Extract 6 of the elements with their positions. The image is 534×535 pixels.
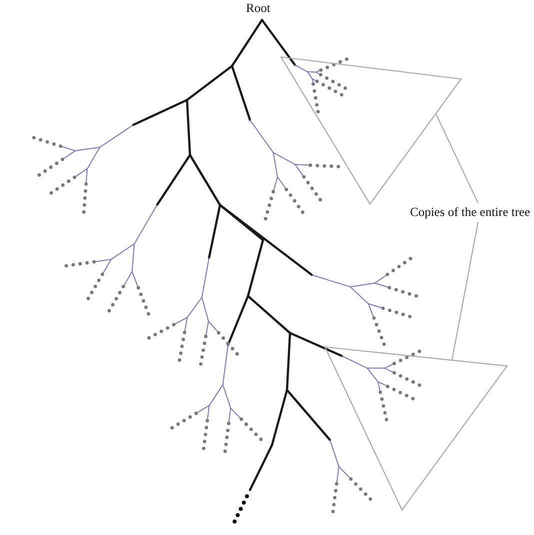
leader-line [436,114,479,204]
callout-text: Copies of the entire tree [410,205,530,220]
root-label: Root [246,1,270,16]
leader-line [451,222,479,360]
triangle-outline [324,346,508,512]
triangle-outline [280,56,462,205]
